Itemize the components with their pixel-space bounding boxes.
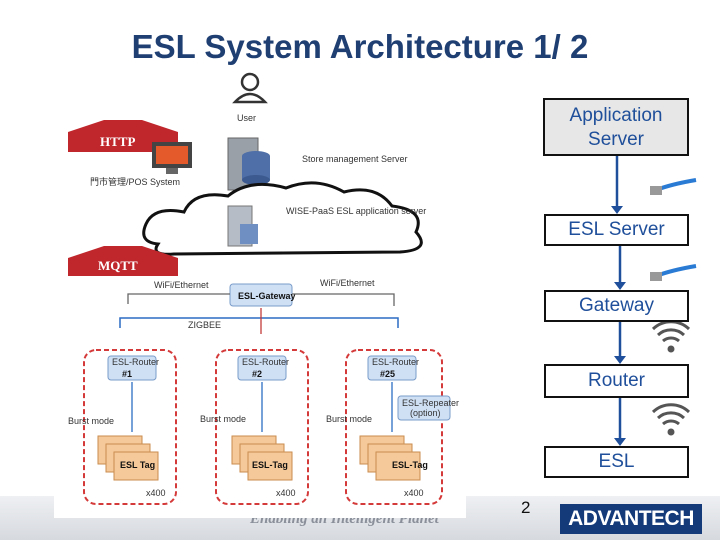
router-2-tag: ESL-Tag [252, 460, 288, 470]
repeater-sub: (option) [410, 408, 441, 418]
router-2-burst: Burst mode [200, 414, 246, 424]
stack-connectors [611, 156, 697, 446]
zigbee-label: ZIGBEE [188, 320, 221, 330]
router-2-label: ESL-Router [242, 357, 289, 367]
cloud-shape [142, 181, 423, 256]
mqtt-label: MQTT [98, 258, 138, 273]
router-1-num: #1 [122, 369, 132, 379]
router-1-tag: ESL Tag [120, 460, 155, 470]
user-label: User [237, 113, 256, 123]
esl-gateway-node: ESL-Gateway [229, 283, 296, 307]
store-server-icon [227, 137, 270, 191]
router-1-label: ESL-Router [112, 357, 159, 367]
router-1-burst: Burst mode [68, 416, 114, 426]
router-25-count: x400 [404, 488, 424, 498]
ethernet-cable-icon [650, 264, 697, 281]
app-server-line2: Server [588, 129, 644, 150]
wifi-icon [651, 403, 691, 436]
router-25-burst: Burst mode [326, 414, 372, 424]
mqtt-banner: MQTT [68, 246, 178, 276]
router-2-num: #2 [252, 369, 262, 379]
architecture-diagram: User HTTP 門市管理/POS System Store manageme… [54, 66, 466, 518]
application-server-box: Application Server [543, 98, 689, 156]
gateway-label: ESL-Gateway [238, 291, 296, 301]
esl-server-box: ESL Server [544, 214, 689, 246]
wifi-right-label: WiFi/Ethernet [320, 278, 375, 288]
slide-title: ESL System Architecture 1/ 2 [131, 28, 589, 65]
esl-box: ESL [544, 446, 689, 478]
architecture-svg: User HTTP 門市管理/POS System Store manageme… [68, 72, 459, 505]
gateway-box: Gateway [544, 290, 689, 322]
router-1-count: x400 [146, 488, 166, 498]
router-25-label: ESL-Router [372, 357, 419, 367]
zigbee-bus [119, 317, 399, 328]
router-group-2: ESL-Router #2 Burst mode ESL-Tag x400 [200, 349, 309, 505]
user-icon [232, 72, 268, 104]
http-banner: HTTP [68, 120, 178, 152]
link-right [292, 293, 395, 306]
router-box: Router [544, 364, 689, 398]
pos-monitor-icon [152, 142, 192, 174]
advantech-logo: ADVANTECH [560, 504, 702, 534]
repeater-label: ESL-Repeater [402, 398, 459, 408]
page-number: 2 [521, 498, 531, 517]
ethernet-cable-icon [650, 178, 697, 195]
router-group-25: ESL-Router #25 ESL-Repeater (option) Bur… [326, 349, 459, 505]
router-group-1: ESL-Router #1 Burst mode ESL Tag x400 [68, 349, 177, 505]
wise-server-icon [227, 205, 258, 247]
router-25-tag: ESL-Tag [392, 460, 428, 470]
router-25-num: #25 [380, 369, 395, 379]
app-server-line1: Application [569, 105, 663, 126]
pos-label: 門市管理/POS System [90, 176, 180, 187]
wifi-icon [651, 320, 691, 353]
store-server-label: Store management Server [302, 154, 408, 164]
router-2-count: x400 [276, 488, 296, 498]
http-label: HTTP [100, 134, 135, 149]
link-left [127, 293, 230, 304]
wise-label: WISE-PaaS ESL application server [286, 206, 426, 216]
wifi-left-label: WiFi/Ethernet [154, 280, 209, 290]
